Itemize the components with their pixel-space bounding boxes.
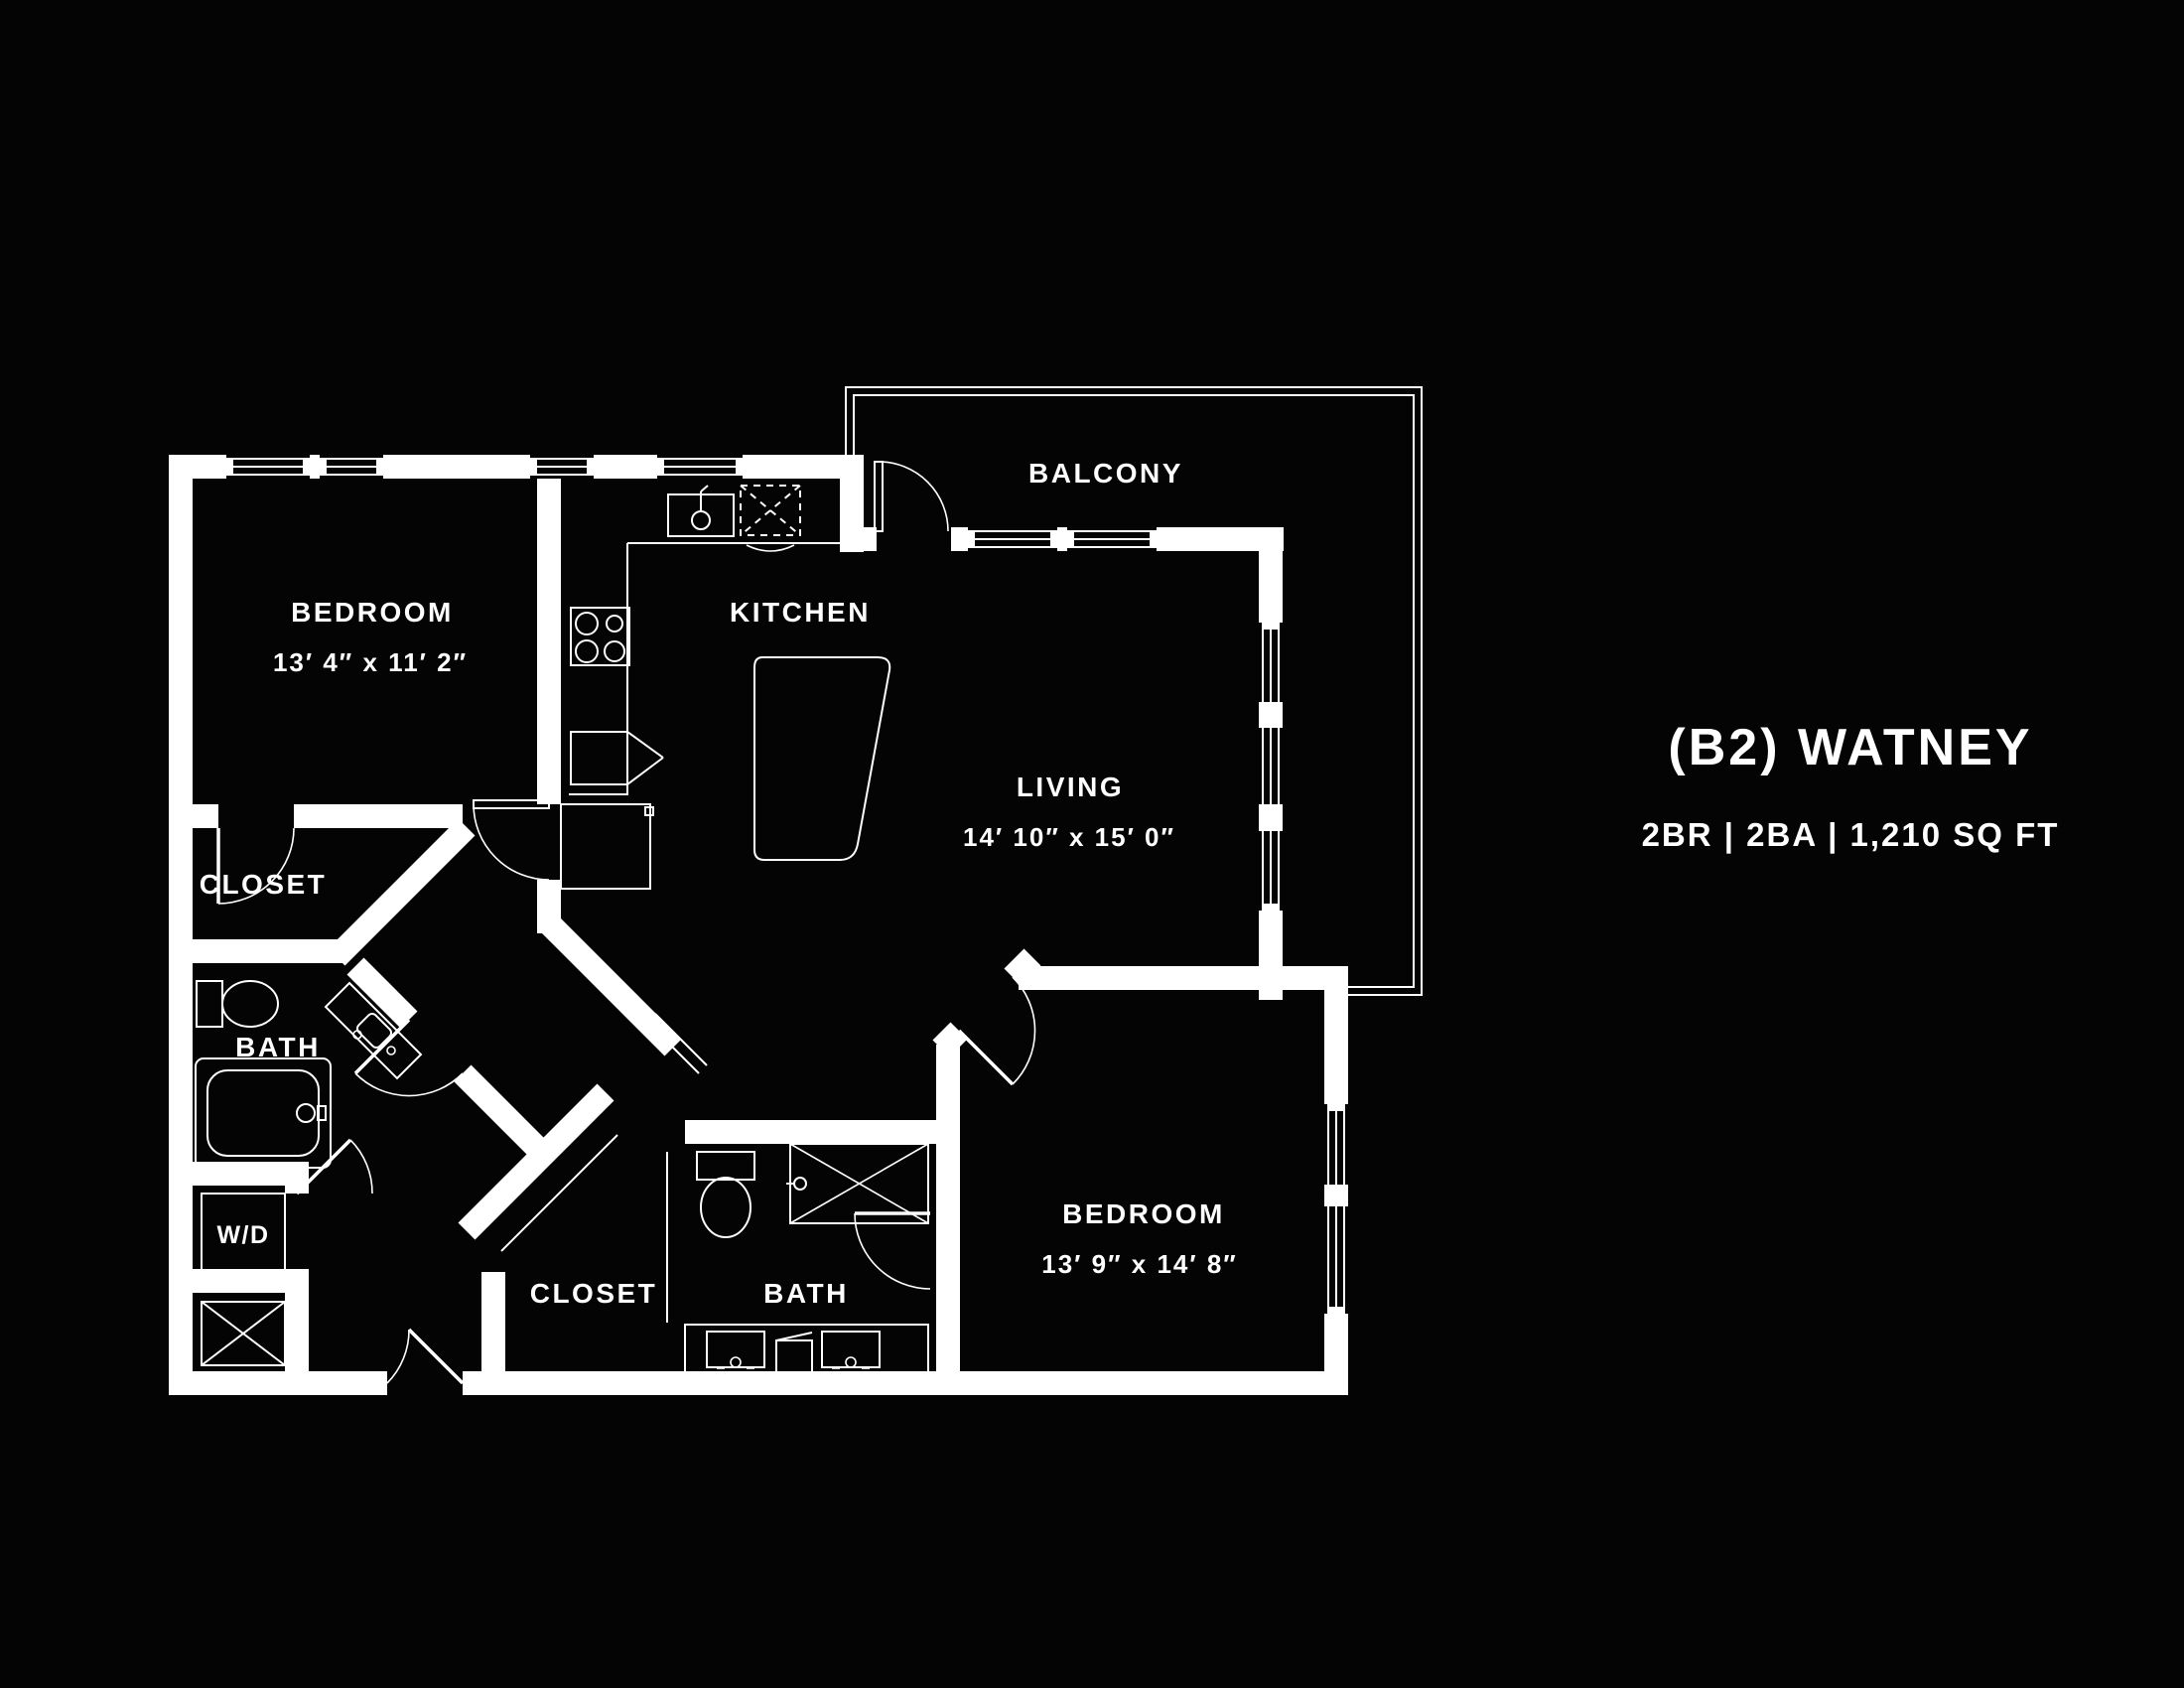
- counter-edge: [569, 543, 628, 795]
- room-label-bath1: BATH: [235, 1032, 321, 1062]
- bath1-fixtures: [195, 980, 423, 1169]
- bath2-fixtures: [684, 1143, 929, 1377]
- plan-specs: 2BR | 2BA | 1,210 SQ FT: [1642, 816, 2060, 853]
- room-labels: BEDROOM 13′ 4″ x 11′ 2″ KITCHEN BALCONY …: [200, 458, 1238, 1309]
- vanity-sink-icon: [324, 981, 423, 1080]
- title-block: (B2) WATNEY 2BR | 2BA | 1,210 SQ FT: [1642, 719, 2060, 853]
- room-label-bath2: BATH: [763, 1278, 849, 1309]
- room-label-kitchen: KITCHEN: [730, 597, 871, 628]
- washer-dryer-box: [201, 1193, 286, 1278]
- room-label-bedroom2: BEDROOM: [1062, 1198, 1225, 1229]
- room-dims-bedroom2: 13′ 9″ x 14′ 8″: [1041, 1249, 1238, 1279]
- entry-door: [386, 1328, 465, 1385]
- windows: [223, 458, 1348, 1317]
- bath1-door: [353, 1018, 464, 1097]
- room-dims-living: 14′ 10″ x 15′ 0″: [963, 822, 1175, 852]
- cabinet-icon: [775, 1332, 813, 1375]
- toilet-icon: [696, 1151, 755, 1238]
- room-label-living: LIVING: [1017, 772, 1124, 802]
- bedroom2-door: [957, 976, 1036, 1086]
- doors: [216, 461, 1036, 1385]
- kitchen-island: [753, 656, 891, 861]
- closet2-lines: [500, 1134, 668, 1323]
- toilet-icon: [196, 980, 279, 1028]
- refrigerator-icon: [560, 803, 654, 890]
- kitchen-sink-icon: [667, 485, 735, 537]
- double-vanity: [684, 1324, 929, 1377]
- room-label-washer-dryer: W/D: [216, 1221, 269, 1249]
- shower-icon: [786, 1143, 929, 1224]
- hall-pocket-door: [646, 1013, 708, 1074]
- plan-title: (B2) WATNEY: [1668, 719, 2032, 776]
- room-label-balcony: BALCONY: [1028, 458, 1183, 489]
- room-dims-bedroom1: 13′ 4″ x 11′ 2″: [273, 647, 468, 677]
- balcony-door: [874, 461, 949, 532]
- interior-walls: [169, 479, 1041, 1395]
- room-label-closet2: CLOSET: [530, 1278, 658, 1309]
- bath2-door: [854, 1211, 931, 1290]
- corner-cabinet-icon: [570, 731, 664, 785]
- kitchen-fixtures: [560, 485, 891, 890]
- closet1-door: [216, 827, 295, 905]
- utility-xbox: [201, 1301, 286, 1366]
- stove-icon: [570, 607, 630, 666]
- pantry-dashed-box: [740, 485, 801, 552]
- room-label-closet1: CLOSET: [200, 869, 328, 900]
- room-label-bedroom1: BEDROOM: [291, 597, 454, 628]
- bathtub-icon: [195, 1057, 332, 1169]
- balcony-railing: [845, 386, 1423, 996]
- bedroom1-door: [473, 799, 550, 881]
- utility-fixtures: [201, 1193, 286, 1366]
